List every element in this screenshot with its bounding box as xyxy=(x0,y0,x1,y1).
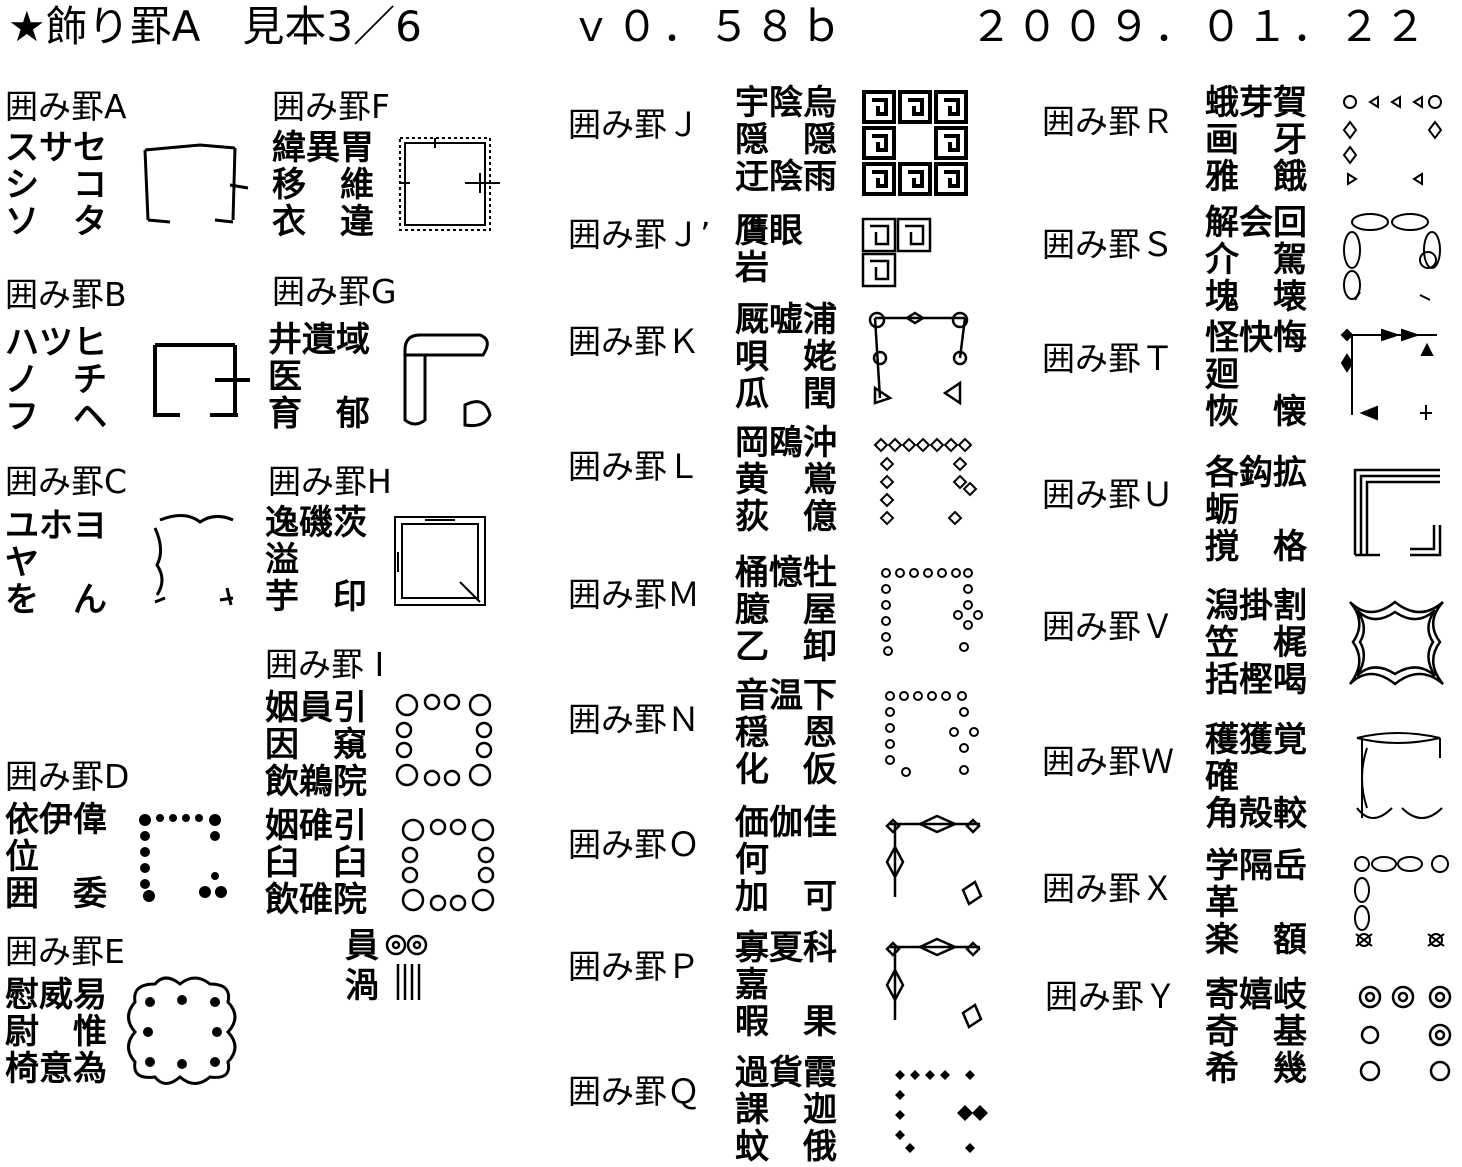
frame-d-sample xyxy=(135,810,235,905)
frame-o-sample xyxy=(885,812,985,912)
stripe-sample xyxy=(395,962,425,1002)
section-l-label: 囲み罫Ｌ xyxy=(568,447,700,486)
frame-j-sample xyxy=(860,88,972,198)
section-u-chars: 各鈎拡 蛎 撹 格 xyxy=(1205,453,1307,567)
section-j-label: 囲み罫Ｊ xyxy=(568,105,700,144)
section-t-chars: 怪快悔 廻 恢 懐 xyxy=(1205,318,1307,432)
section-g-label: 囲み罫G xyxy=(272,272,397,311)
section-l-chars: 岡鴎沖 黄 鴬 荻 億 xyxy=(735,423,837,537)
frame-m-sample xyxy=(878,565,988,660)
section-n-label: 囲み罫Ｎ xyxy=(568,700,700,739)
date-label: ２００９．０１．２２ xyxy=(970,2,1431,51)
section-u-label: 囲み罫Ｕ xyxy=(1042,475,1174,514)
section-k-chars: 厩嘘浦 唄 姥 瓜 閏 xyxy=(735,300,837,414)
section-r-label: 囲み罫Ｒ xyxy=(1042,102,1174,141)
frame-x-sample xyxy=(1352,852,1452,952)
section-a-chars: スサセ シ コ ソ タ xyxy=(5,128,107,242)
frame-j2-sample xyxy=(860,216,940,291)
section-f-label: 囲み罫F xyxy=(272,87,390,126)
section-r-chars: 蛾芽賀 画 牙 雅 餓 xyxy=(1205,83,1307,197)
section-o-label: 囲み罫Ｏ xyxy=(568,825,700,864)
section-a-label: 囲み罫A xyxy=(5,87,127,126)
section-w-label: 囲み罫Ｗ xyxy=(1042,742,1174,781)
section-m-chars: 桶憶牡 臆 屋 乙 卸 xyxy=(735,553,837,667)
frame-b-sample xyxy=(150,340,260,420)
section-x-label: 囲み罫Ｘ xyxy=(1042,869,1174,908)
section-n-chars: 音温下 穏 恩 化 仮 xyxy=(735,676,837,790)
section-q-label: 囲み罫Ｑ xyxy=(568,1072,700,1111)
section-t-label: 囲み罫Ｔ xyxy=(1042,339,1174,378)
frame-q-sample xyxy=(890,1065,990,1155)
frame-a-sample xyxy=(140,140,250,230)
frame-l-sample xyxy=(873,433,985,528)
section-c-chars: ユホヨ ヤ を ん xyxy=(5,506,107,620)
section-w-chars: 穫獲覚 確 角殻較 xyxy=(1205,720,1307,834)
frame-i-sample-2 xyxy=(398,815,498,915)
frame-t-sample xyxy=(1340,325,1442,421)
frame-k-sample xyxy=(865,308,975,408)
frame-e-sample xyxy=(120,972,245,1092)
section-y-label: 囲み罫Ｙ xyxy=(1045,977,1177,1016)
section-p-chars: 寡夏科 嘉 暇 果 xyxy=(735,928,837,1042)
section-i-label: 囲み罫 I xyxy=(265,645,385,684)
section-i-chars-2: 姻碓引 臼 臼 飲碓院 xyxy=(265,806,367,920)
section-b-chars: ハツヒ ノ チ フ ヘ xyxy=(5,323,107,437)
section-x-chars: 学隔岳 革 楽 額 xyxy=(1205,846,1307,960)
spiral-sample xyxy=(385,932,430,962)
section-d-chars: 依伊偉 位 囲 委 xyxy=(5,800,107,914)
section-o-chars: 価伽佳 何 加 可 xyxy=(735,803,837,917)
section-i-chars-1: 姻員引 因 窺 飲鵜院 xyxy=(265,688,367,802)
frame-f-sample xyxy=(395,135,505,235)
section-v-label: 囲み罫Ｖ xyxy=(1042,607,1174,646)
section-c-label: 囲み罫C xyxy=(5,462,128,501)
section-s-label: 囲み罫Ｓ xyxy=(1042,225,1174,264)
frame-i-sample-1 xyxy=(392,690,497,790)
version-label: ｖ０．５８ｂ xyxy=(570,2,847,51)
section-j2-label: 囲み罫Ｊ’ xyxy=(568,215,711,254)
section-p-label: 囲み罫Ｐ xyxy=(568,947,700,986)
section-f-chars: 緯異胃 移 維 衣 違 xyxy=(272,128,374,242)
section-g-chars: 井遺域 医 育 郁 xyxy=(268,320,370,434)
frame-p-sample xyxy=(885,935,985,1035)
section-y-chars: 寄嬉岐 奇 基 希 幾 xyxy=(1205,975,1307,1089)
section-d-label: 囲み罫D xyxy=(5,757,130,796)
frame-c-sample xyxy=(145,510,245,610)
frame-h-sample xyxy=(390,512,490,608)
section-s-chars: 解会回 介 駕 塊 壊 xyxy=(1205,203,1307,317)
section-k-label: 囲み罫Ｋ xyxy=(568,322,700,361)
frame-u-sample xyxy=(1350,465,1445,560)
frame-y-sample xyxy=(1358,985,1458,1085)
section-e-label: 囲み罫E xyxy=(5,932,125,971)
frame-r-sample xyxy=(1340,92,1445,187)
document-title: ★飾り罫A 見本3／6 xyxy=(8,2,422,51)
section-e-chars: 慰威易 尉 惟 椅意為 xyxy=(5,975,107,1089)
frame-n-sample xyxy=(882,688,992,783)
frame-w-sample xyxy=(1352,728,1447,828)
frame-s-sample xyxy=(1340,210,1445,305)
frame-v-sample xyxy=(1345,592,1450,697)
section-h-chars: 逸磯茨 溢 芋 印 xyxy=(265,503,367,617)
section-b-label: 囲み罫B xyxy=(5,275,127,314)
section-m-label: 囲み罫Ｍ xyxy=(568,575,700,614)
section-j2-chars: 贋眼 岩 xyxy=(735,211,803,288)
frame-g-sample xyxy=(395,330,495,430)
section-j-chars: 宇陰烏 隠 隠 迂陰雨 xyxy=(735,83,837,197)
section-i-extra-1: 員 xyxy=(345,926,379,966)
section-i-extra-2: 渦 xyxy=(345,966,379,1006)
section-h-label: 囲み罫H xyxy=(268,462,392,501)
section-v-chars: 潟掛割 笠 梶 括樫喝 xyxy=(1205,586,1307,700)
section-q-chars: 過貨霞 課 迦 蚊 俄 xyxy=(735,1053,837,1167)
